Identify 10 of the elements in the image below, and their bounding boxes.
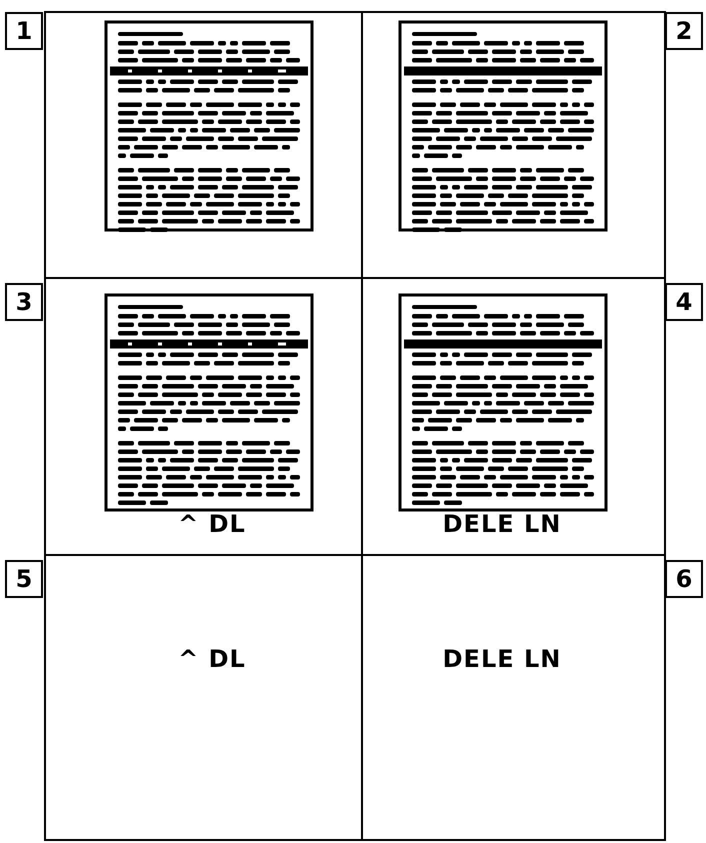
panel-number: 2 xyxy=(665,12,703,50)
command-label: DELE LN xyxy=(442,510,562,538)
panel-number: 5 xyxy=(5,560,43,598)
panel-number: 1 xyxy=(5,12,43,50)
panel-number: 6 xyxy=(665,560,703,598)
command-label: ^ DL xyxy=(178,645,246,673)
command-label: ^ DL xyxy=(178,510,246,538)
command-label: DELE LN xyxy=(442,645,562,673)
panel-number: 4 xyxy=(665,283,703,321)
panel-number: 3 xyxy=(5,283,43,321)
